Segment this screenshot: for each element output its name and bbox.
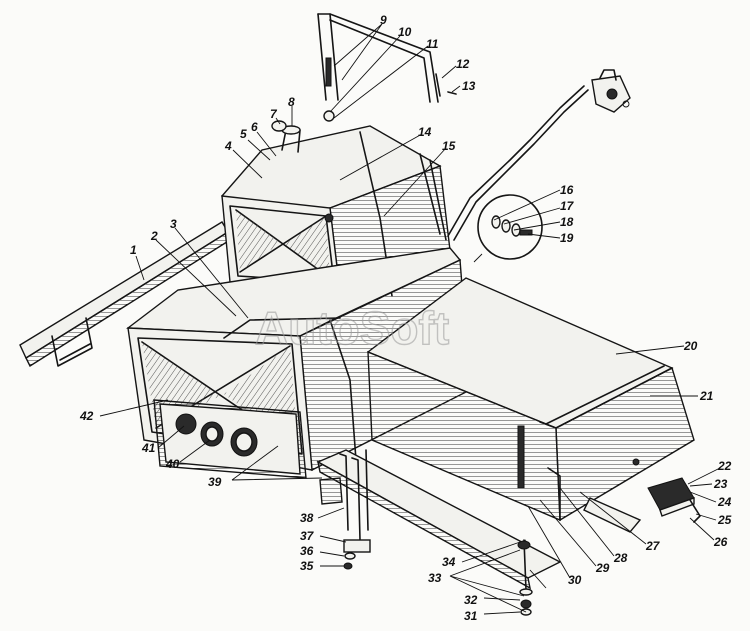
callout-17: 17 — [560, 199, 575, 213]
battery-cover-plate — [153, 399, 307, 479]
callout-22: 22 — [717, 459, 732, 473]
tank-bracket — [317, 13, 457, 122]
callout-28: 28 — [613, 551, 628, 565]
callout-3: 3 — [170, 217, 177, 231]
callout-29: 29 — [595, 561, 610, 575]
callout-21: 21 — [699, 389, 714, 403]
callout-40: 40 — [165, 457, 180, 471]
callout-23: 23 — [713, 477, 728, 491]
callout-16: 16 — [560, 183, 574, 197]
callout-35: 35 — [300, 559, 314, 573]
fuel-line-and-valve — [447, 69, 631, 241]
callout-13: 13 — [462, 79, 476, 93]
callout-9: 9 — [380, 13, 387, 27]
callout-4: 4 — [224, 139, 232, 153]
watermark-text: AutoSoft — [255, 302, 449, 354]
callout-39: 39 — [208, 475, 222, 489]
callout-8: 8 — [288, 95, 295, 109]
callout-19: 19 — [560, 231, 574, 245]
callout-42: 42 — [79, 409, 94, 423]
callout-38: 38 — [300, 511, 314, 525]
callout-15: 15 — [442, 139, 456, 153]
callout-10: 10 — [398, 25, 412, 39]
callout-2: 2 — [150, 229, 158, 243]
callout-6: 6 — [251, 120, 258, 134]
callout-14: 14 — [418, 125, 432, 139]
callout-30: 30 — [568, 573, 582, 587]
callout-1: 1 — [130, 243, 137, 257]
callout-36: 36 — [300, 544, 314, 558]
callout-37: 37 — [300, 529, 315, 543]
detail-inset-circle — [473, 194, 543, 263]
leader-lines — [99, 23, 721, 615]
callout-labels: 1 2 3 4 5 6 7 8 9 10 11 12 13 14 15 16 1… — [79, 13, 732, 623]
terminal-block — [647, 477, 701, 523]
callout-11: 11 — [426, 37, 439, 51]
callout-20: 20 — [683, 339, 698, 353]
battery-box — [366, 277, 695, 522]
callout-25: 25 — [717, 513, 732, 527]
callout-24: 24 — [717, 495, 732, 509]
callout-26: 26 — [713, 535, 728, 549]
callout-34: 34 — [442, 555, 456, 569]
callout-33: 33 — [428, 571, 442, 585]
callout-5: 5 — [240, 127, 247, 141]
callout-31: 31 — [464, 609, 478, 623]
callout-7: 7 — [270, 107, 278, 121]
callout-32: 32 — [464, 593, 478, 607]
callout-18: 18 — [560, 215, 574, 229]
callout-12: 12 — [456, 57, 470, 71]
side-rail — [19, 221, 231, 368]
callout-41: 41 — [141, 441, 156, 455]
callout-27: 27 — [645, 539, 661, 553]
